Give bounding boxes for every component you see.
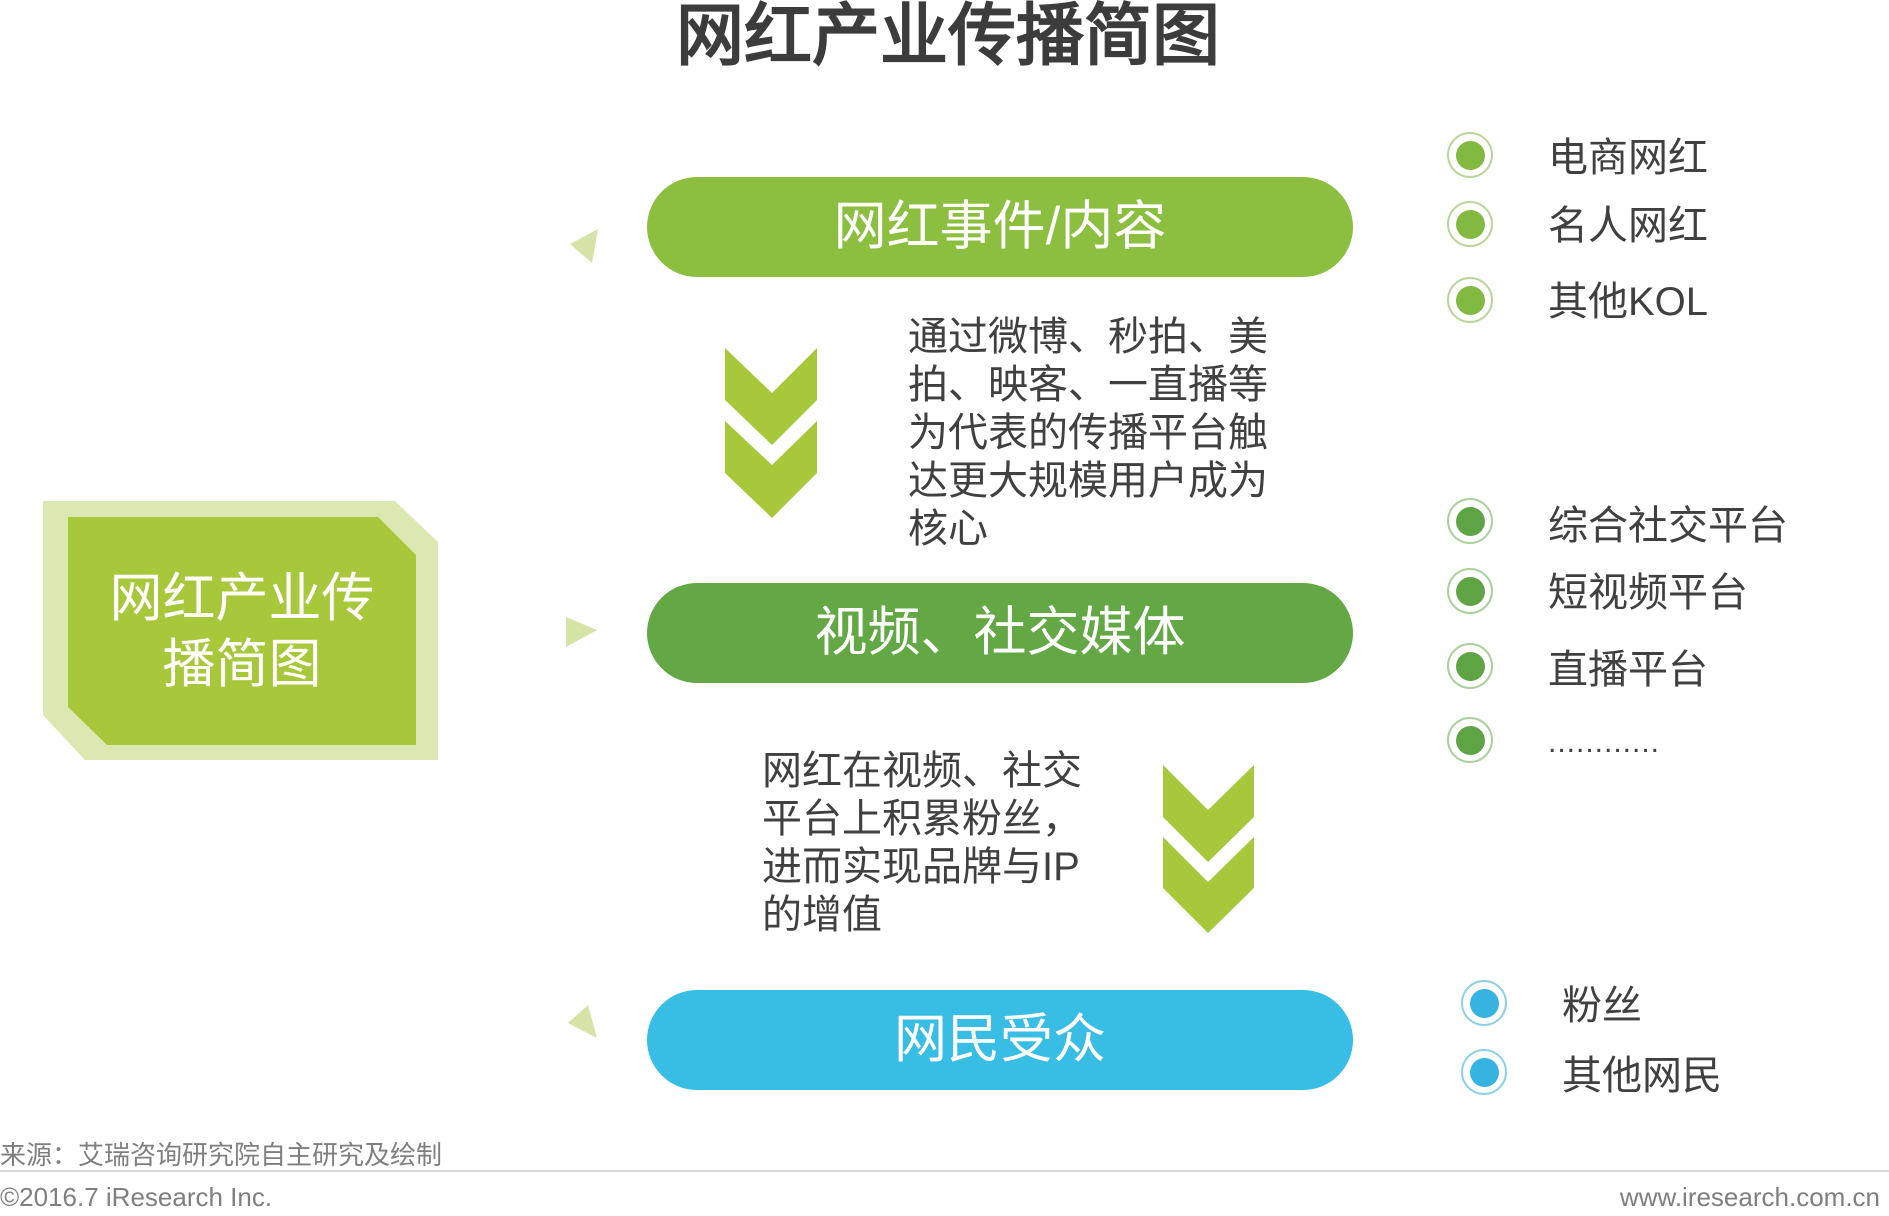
page-title: 网红产业传播简图 [675, 0, 1220, 74]
description-line: 平台上积累粉丝， [762, 797, 1082, 841]
stage-label: 网民受众 [894, 1010, 1106, 1069]
radio-bullet-icon [1447, 568, 1493, 614]
radio-bullet-icon [1461, 980, 1507, 1026]
double-chevron-down-icon [1163, 765, 1254, 933]
legend-label: 粉丝 [1562, 984, 1642, 1028]
legend-label: 直播平台 [1548, 648, 1708, 692]
footer-divider [0, 1170, 1889, 1172]
radio-bullet-icon [1447, 277, 1493, 323]
description-fans: 网红在视频、社交 平台上积累粉丝， 进而实现品牌与IP 的增值 [762, 747, 1082, 939]
left-box-inner-panel [68, 517, 416, 745]
description-line: 的增值 [762, 893, 882, 937]
source-note: 来源：艾瑞咨询研究院自主研究及绘制 [0, 1140, 443, 1170]
triangle-right-icon [566, 617, 597, 647]
description-line: 进而实现品牌与IP [762, 845, 1080, 889]
description-line: 核心 [908, 507, 988, 551]
legend-label-ellipsis: ............ [1548, 726, 1661, 759]
left-box-label: 网红产业传 播简图 [68, 566, 416, 698]
legend-label: 其他KOL [1548, 280, 1709, 324]
legend-label: 综合社交平台 [1548, 504, 1788, 548]
radio-bullet-icon [1447, 498, 1493, 544]
radio-bullet-icon [1461, 1049, 1507, 1095]
radio-bullet-icon [1447, 717, 1493, 763]
legend-label: 短视频平台 [1548, 571, 1748, 615]
radio-bullet-icon [1447, 132, 1493, 178]
left-box-line: 播简图 [162, 635, 322, 694]
triangle-left-icon [568, 1005, 597, 1038]
triangle-left-icon [570, 229, 598, 263]
double-chevron-down-icon [725, 348, 817, 518]
stage-label: 网红事件/内容 [833, 197, 1167, 256]
description-line: 通过微博、秒拍、美 [908, 315, 1268, 359]
stage-pill-content: 网红事件/内容 [647, 177, 1353, 277]
description-line: 为代表的传播平台触 [908, 411, 1268, 455]
legend-label: 其他网民 [1562, 1054, 1722, 1098]
legend-label: 电商网红 [1548, 136, 1708, 180]
description-line: 拍、映客、一直播等 [908, 363, 1268, 407]
description-line: 网红在视频、社交 [762, 749, 1082, 793]
radio-bullet-icon [1447, 201, 1493, 247]
stage-pill-media: 视频、社交媒体 [647, 583, 1353, 683]
radio-bullet-icon [1447, 643, 1493, 689]
description-line: 达更大规模用户成为 [908, 459, 1268, 503]
left-box-line: 网红产业传 [109, 569, 375, 628]
legend-label: 名人网红 [1548, 204, 1708, 248]
stage-pill-audience: 网民受众 [647, 990, 1353, 1090]
stage-label: 视频、社交媒体 [814, 603, 1186, 662]
description-platforms: 通过微博、秒拍、美 拍、映客、一直播等 为代表的传播平台触 达更大规模用户成为 … [908, 313, 1268, 553]
copyright: ©2016.7 iResearch Inc. [0, 1182, 273, 1212]
website-url: www.iresearch.com.cn [1619, 1182, 1880, 1212]
